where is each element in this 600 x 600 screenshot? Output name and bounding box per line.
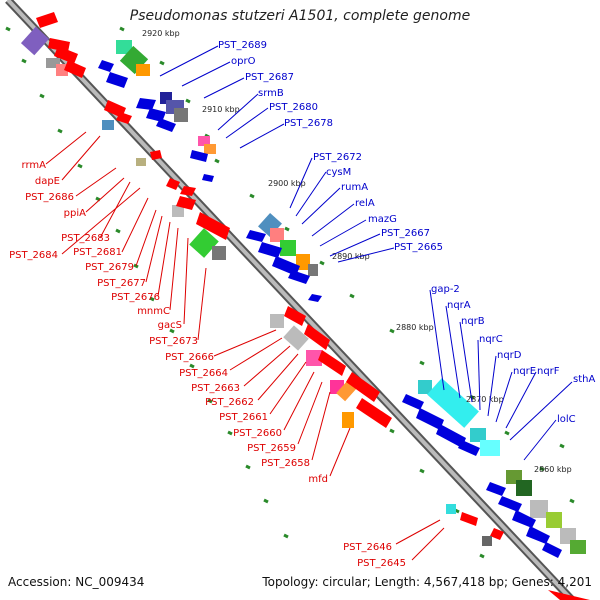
scale-label: 2860 kbp	[534, 465, 572, 474]
gene-label: nqrF	[537, 366, 560, 377]
genome-title: Pseudomonas stutzeri A1501, complete gen…	[129, 8, 471, 24]
scale-label: 2920 kbp	[142, 29, 180, 38]
gene-label: srmB	[258, 88, 284, 99]
gene-label: lolC	[557, 414, 576, 425]
gene-label: rrmA	[22, 160, 47, 171]
gene-label: PST_2659	[247, 443, 296, 454]
reverse-label-leaders	[159, 45, 573, 461]
gene-label: PST_2645	[357, 558, 406, 569]
scale-label: 2900 kbp	[268, 179, 306, 188]
gene-label: PST_2665	[394, 242, 443, 253]
reverse-strand-labels: PST_2689 oprO PST_2687 srmB PST_2680 PST…	[218, 40, 595, 425]
scale-label: 2890 kbp	[332, 252, 370, 261]
gene-label: cysM	[326, 167, 351, 178]
scale-label: 2870 kbp	[466, 395, 504, 404]
gene-label: mnmC	[137, 306, 170, 317]
gene-label: PST_2664	[179, 368, 228, 379]
gene-label: PST_2679	[85, 262, 134, 273]
gene-label: PST_2677	[97, 278, 146, 289]
gene-label: PST_2673	[149, 336, 198, 347]
gene-label: PST_2663	[191, 383, 240, 394]
gene-label: PST_2680	[269, 102, 318, 113]
gene-label: PST_2660	[233, 428, 282, 439]
gene-label: PST_2681	[73, 247, 122, 258]
accession-text: Accession: NC_009434	[8, 575, 145, 589]
forward-label-leaders	[45, 131, 445, 561]
gene-label: gacS	[158, 320, 182, 331]
gene-label: PST_2672	[313, 152, 362, 163]
gene-label: mfd	[308, 474, 328, 485]
gene-label: PST_2646	[343, 542, 392, 553]
gene-label: PST_2662	[205, 397, 254, 408]
forward-strand-labels: rrmA dapE PST_2686 ppiA PST_2683 PST_268…	[9, 160, 406, 569]
gene-label: PST_2667	[381, 228, 430, 239]
gene-label: PST_2684	[9, 250, 58, 261]
gene-label: PST_2676	[111, 292, 160, 303]
reverse-strand-genes	[98, 40, 586, 558]
gene-label: PST_2661	[219, 412, 268, 423]
gene-label: nqrA	[447, 300, 471, 311]
gene-label: rumA	[341, 182, 368, 193]
gene-label: mazG	[368, 214, 397, 225]
tick-marks	[5, 26, 575, 559]
gene-label: PST_2658	[261, 458, 310, 469]
scale-label: 2880 kbp	[396, 323, 434, 332]
scale-label: 2910 kbp	[202, 105, 240, 114]
gene-label: nqrB	[461, 316, 485, 327]
gene-label: relA	[355, 198, 375, 209]
gene-label: PST_2666	[165, 352, 214, 363]
gene-label: ppiA	[64, 208, 86, 219]
gene-label: dapE	[35, 176, 60, 187]
gene-label: nqrD	[497, 350, 522, 361]
gene-label: nqrE	[513, 366, 536, 377]
gene-label: oprO	[231, 56, 256, 67]
gene-label: PST_2683	[61, 233, 110, 244]
gene-label: sthA	[573, 374, 595, 385]
scale-labels: 2920 kbp 2910 kbp 2900 kbp 2890 kbp 2880…	[142, 29, 572, 474]
gene-label: PST_2687	[245, 72, 294, 83]
gene-label: PST_2678	[284, 118, 333, 129]
topology-summary: Topology: circular; Length: 4,567,418 bp…	[262, 575, 592, 589]
genome-backbone	[5, 0, 575, 600]
gene-label: nqrC	[479, 334, 503, 345]
gene-label: PST_2686	[25, 192, 74, 203]
forward-strand-genes	[20, 12, 590, 600]
gene-label: gap-2	[431, 284, 460, 295]
gene-label: PST_2689	[218, 40, 267, 51]
